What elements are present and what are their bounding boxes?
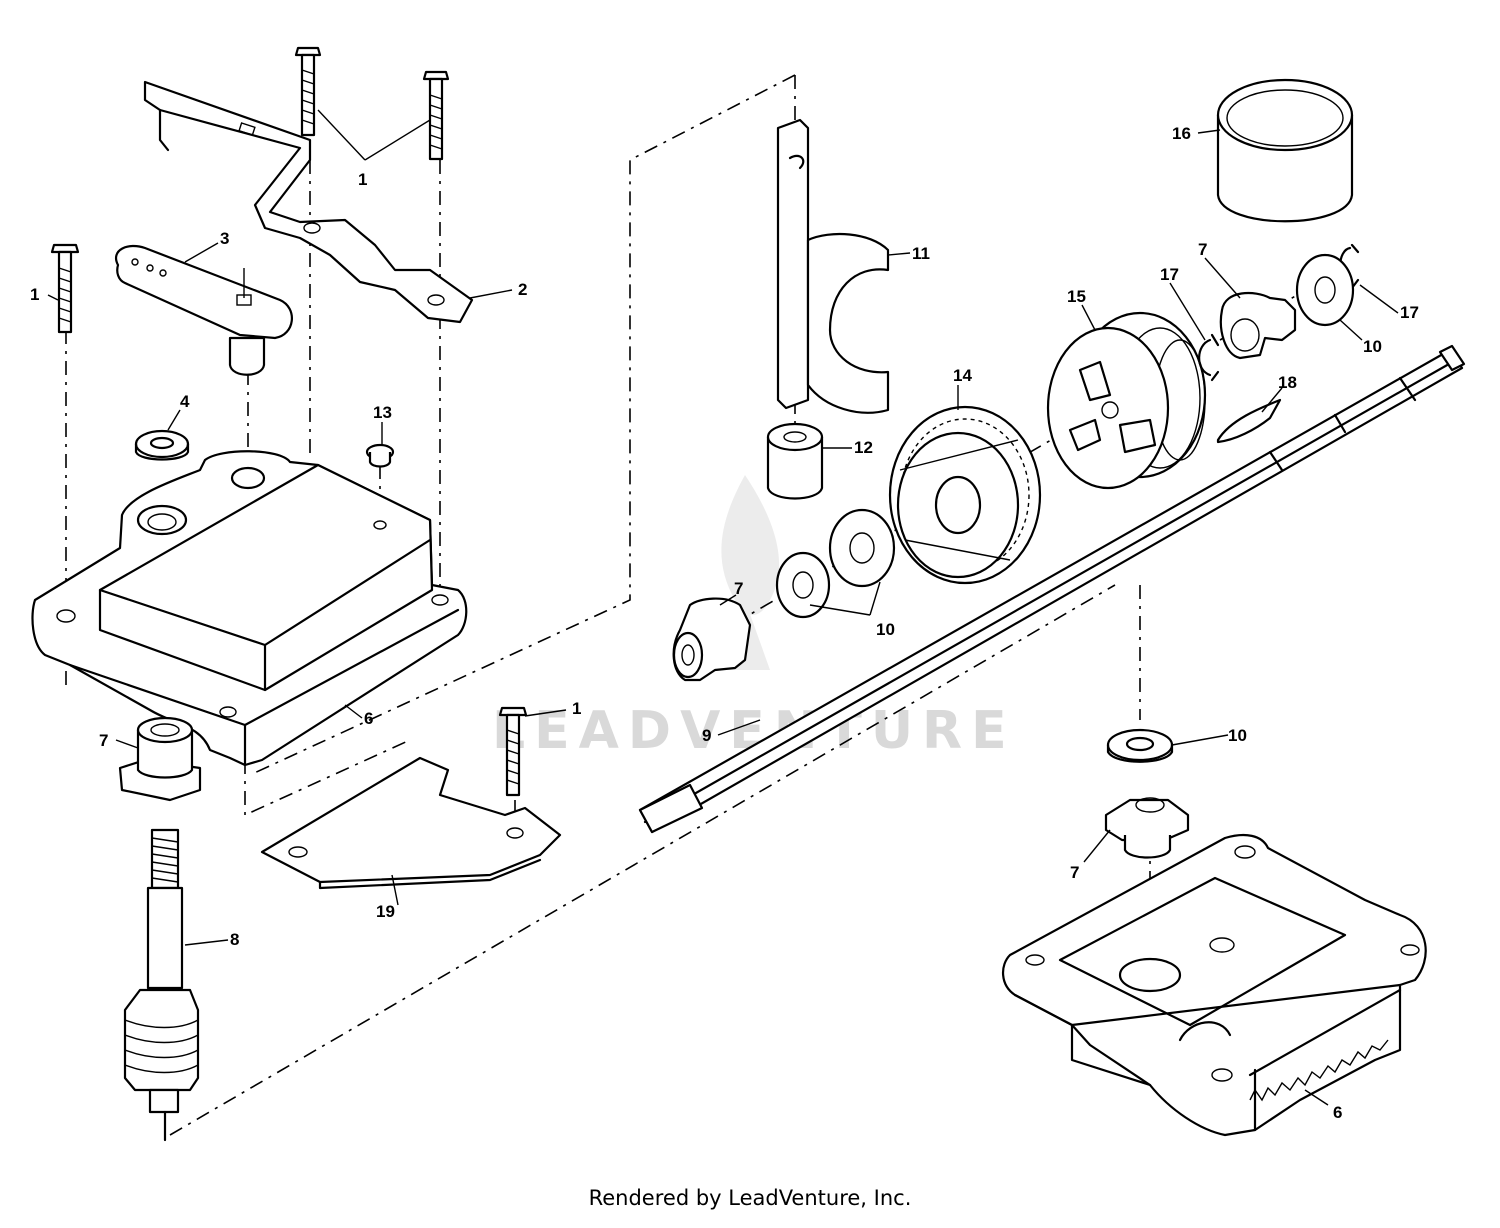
leader-lines	[47, 109, 1399, 1106]
callout-8: 8	[230, 930, 239, 949]
washer-part-10-top	[1295, 253, 1355, 327]
fork-part-11	[776, 118, 890, 414]
callout-17-left: 17	[1160, 265, 1179, 284]
screw-part-1-top-b	[422, 70, 450, 161]
spacer-part-12	[766, 422, 824, 500]
callout-7-right: 7	[1070, 863, 1079, 882]
callout-10-top: 10	[1363, 337, 1382, 356]
axle-part-9	[638, 344, 1466, 834]
washer-part-10-mid-a	[775, 551, 831, 619]
callout-2: 2	[518, 280, 527, 299]
callout-10-mid: 10	[876, 620, 895, 639]
gear-part-14	[888, 405, 1042, 585]
callout-3: 3	[220, 229, 229, 248]
callout-4: 4	[180, 392, 190, 411]
callout-1-lower: 1	[572, 699, 581, 718]
callout-18: 18	[1278, 373, 1297, 392]
plate-part-19	[260, 756, 562, 890]
callout-7-top: 7	[1198, 240, 1207, 259]
callout-17-right: 17	[1400, 303, 1419, 322]
bushing-part-7-top	[1219, 292, 1297, 360]
lever-part-3	[115, 244, 293, 376]
housing-lower-part-6	[1002, 833, 1427, 1137]
clip-part-17-left	[1198, 333, 1220, 382]
callout-7-mid: 7	[734, 579, 743, 598]
callout-6-left: 6	[364, 709, 373, 728]
callout-13: 13	[373, 403, 392, 422]
callout-1-left: 1	[30, 285, 39, 304]
screw-part-1-top-a	[294, 46, 322, 137]
bushing-part-7-right	[1104, 797, 1190, 859]
worm-shaft-part-8	[123, 828, 200, 1142]
bushing-part-7-mid	[672, 597, 752, 682]
callout-7-left: 7	[99, 731, 108, 750]
cup-part-16	[1216, 78, 1354, 223]
callout-16: 16	[1172, 124, 1191, 143]
housing-upper-part-6	[31, 450, 468, 767]
pulley-part-15	[1046, 311, 1207, 490]
callout-12: 12	[854, 438, 873, 457]
callout-9: 9	[702, 726, 711, 745]
washer-part-10-mid-b	[828, 508, 896, 588]
callout-10-right: 10	[1228, 726, 1247, 745]
bushing-part-7-left	[118, 716, 202, 802]
callout-14: 14	[953, 366, 972, 385]
bracket-part-2	[143, 80, 474, 324]
callouts: 1 1 1 2 3 4 6 6 7 7 7 7 8 9 10 10 10 11 …	[30, 124, 1419, 1122]
footer-credit: Rendered by LeadVenture, Inc.	[588, 1186, 912, 1210]
screw-part-1-lower	[498, 706, 528, 797]
washer-part-10-right	[1106, 728, 1174, 763]
callout-1-top: 1	[358, 170, 367, 189]
key-part-18	[1216, 398, 1282, 444]
washer-part-4	[134, 429, 190, 461]
plug-part-13	[365, 443, 395, 468]
callout-11: 11	[912, 244, 930, 263]
callout-15: 15	[1067, 287, 1086, 306]
callout-6-right: 6	[1333, 1103, 1342, 1122]
screw-part-1-left	[50, 243, 80, 334]
callout-19: 19	[376, 902, 395, 921]
